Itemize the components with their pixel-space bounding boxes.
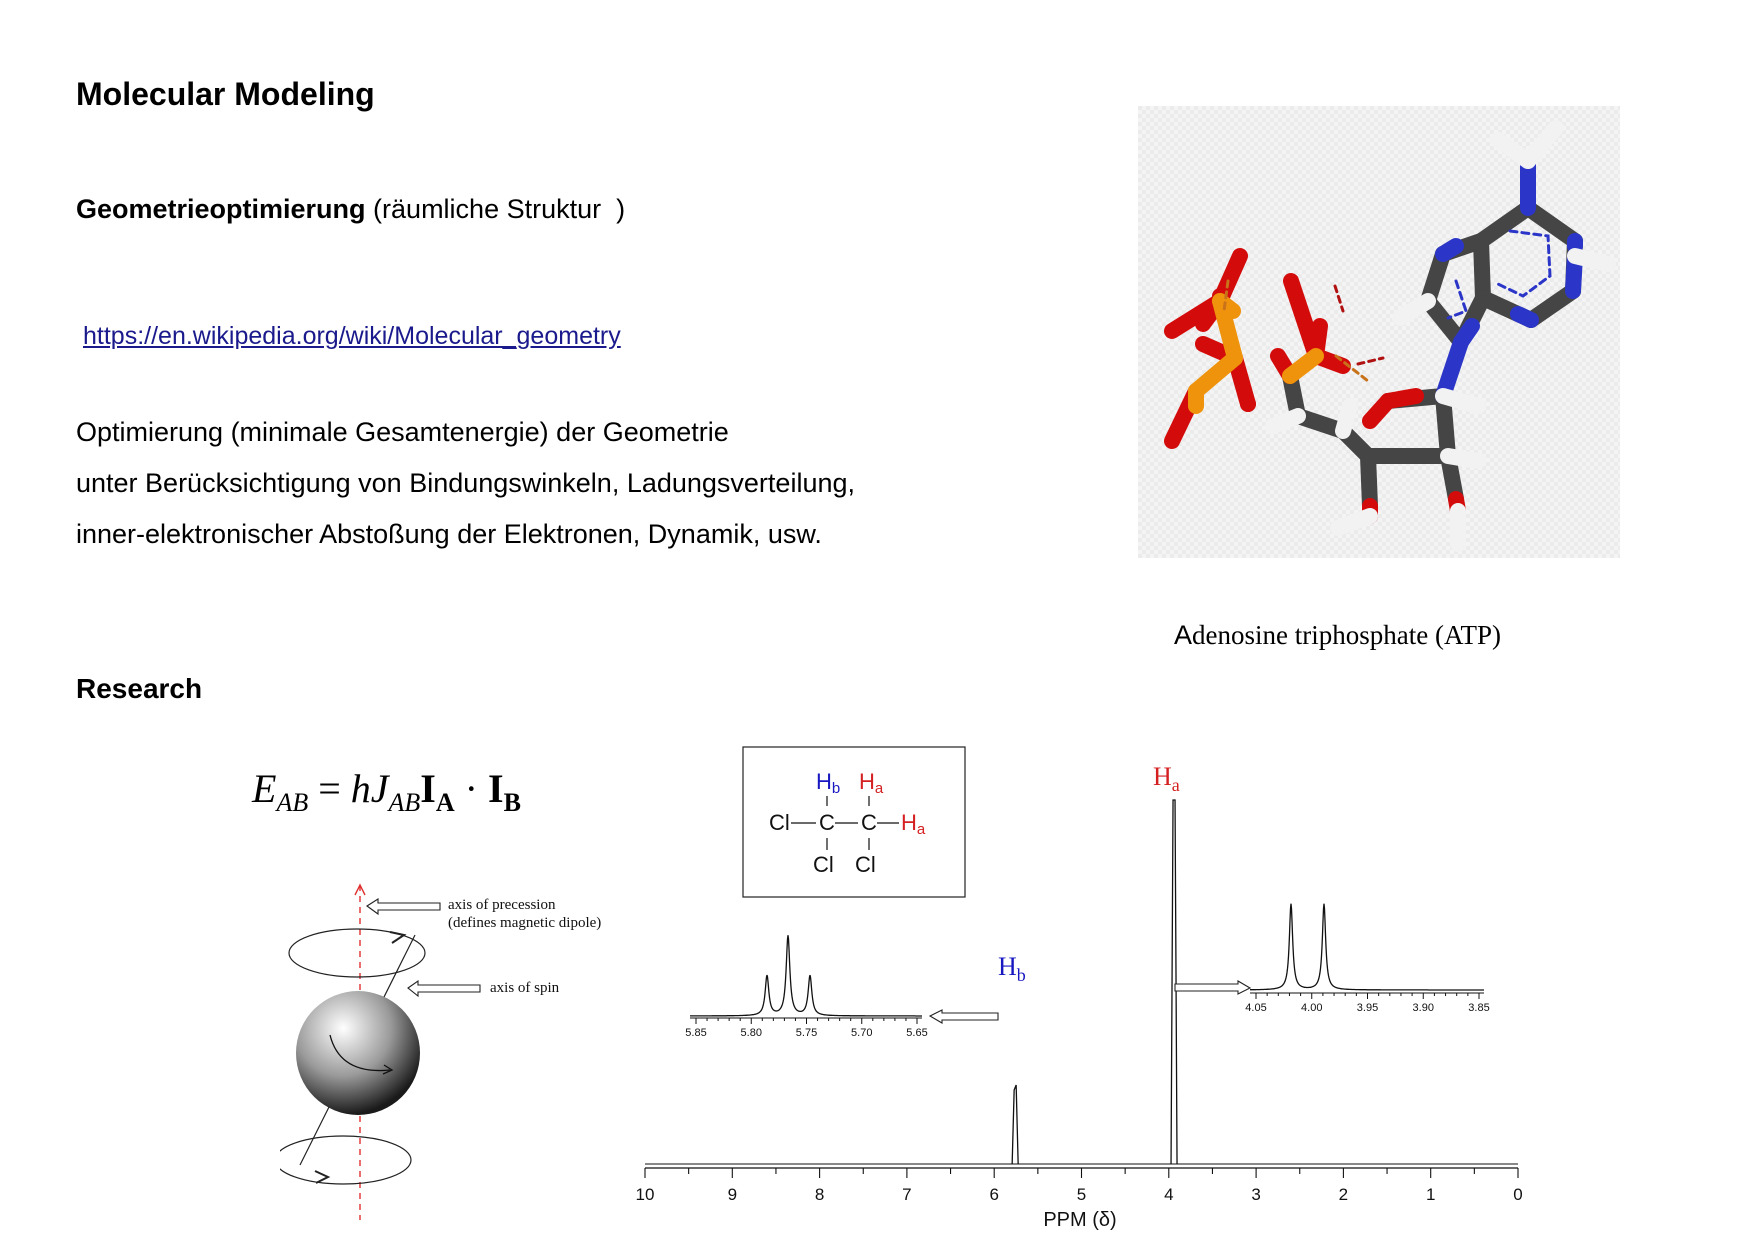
- top-rotation-arrow: [389, 931, 407, 944]
- inset-left-tick-label-5.65: 5.65: [906, 1027, 927, 1039]
- inset-right-doublet: 4.05 4.00 3.95 3.90 3.85: [1245, 903, 1490, 1014]
- formula-E: E: [252, 766, 277, 811]
- wikipedia-link[interactable]: https://en.wikipedia.org/wiki/Molecular_…: [83, 322, 621, 350]
- formula-sub-AB-2: AB: [388, 788, 421, 817]
- main-tick-label-10: 10: [636, 1185, 655, 1204]
- formula-I-A: I: [420, 766, 436, 811]
- paragraph-line-2: unter Berücksichtigung von Bindungswinke…: [76, 468, 855, 498]
- bottom-precession-ellipse: [280, 1135, 412, 1185]
- top-precession-ellipse: [288, 928, 426, 978]
- mol-C1: C: [819, 810, 835, 835]
- geometry-heading: Geometrieoptimierung (räumliche Struktur…: [76, 194, 625, 225]
- main-tick-label-7: 7: [902, 1185, 911, 1204]
- main-tick-label-6: 6: [989, 1185, 998, 1204]
- arrow-to-left-inset: [928, 1009, 999, 1024]
- main-tick-label-3: 3: [1251, 1185, 1260, 1204]
- bottom-rotation-arrow: [314, 1170, 331, 1184]
- label-axis-of-precession: axis of precession: [448, 897, 556, 913]
- inset-right-tick-label-4.00: 4.00: [1301, 1002, 1322, 1014]
- geometry-heading-rest: (räumliche Struktur ): [365, 194, 626, 224]
- coupling-formula: EAB = hJABIA · IB: [252, 765, 521, 818]
- main-tick-label-1: 1: [1426, 1185, 1435, 1204]
- geometry-heading-bold: Geometrieoptimierung: [76, 194, 366, 224]
- precession-axis-arrowhead: [354, 883, 366, 896]
- mol-C2: C: [861, 810, 877, 835]
- mol-Ha-right: Ha: [901, 810, 926, 838]
- atp-caption: Adenosine triphosphate (ATP): [1174, 620, 1501, 651]
- formula-J: J: [370, 766, 389, 811]
- mol-Cl-bottom-1: Cl: [813, 852, 834, 877]
- spin-label-arrow: [407, 979, 481, 998]
- inset-right-tick-label-3.85: 3.85: [1468, 1002, 1489, 1014]
- mol-Hb: Hb: [816, 769, 840, 797]
- mol-Cl-left: Cl: [769, 810, 790, 835]
- paragraph-line-1: Optimierung (minimale Gesamtenergie) der…: [76, 417, 729, 447]
- formula-sub-B: B: [503, 788, 521, 817]
- formula-I-B: I: [487, 766, 504, 811]
- inset-right-tick-label-3.95: 3.95: [1357, 1002, 1378, 1014]
- spinning-nucleus-sphere: [296, 991, 420, 1115]
- main-tick-label-4: 4: [1164, 1185, 1173, 1204]
- peak-Ha: [1170, 799, 1178, 1165]
- formula-h: h: [350, 766, 371, 811]
- molecule-structure-box: [742, 746, 966, 898]
- inset-left-tick-label-5.80: 5.80: [741, 1027, 762, 1039]
- formula-eq: =: [308, 766, 351, 811]
- atp-caption-rest: denosine triphosphate (ATP): [1192, 620, 1501, 650]
- main-tick-label-2: 2: [1339, 1185, 1348, 1204]
- main-tick-label-0: 0: [1513, 1185, 1522, 1204]
- label-defines-magnetic-dipole: (defines magnetic dipole): [448, 915, 601, 931]
- research-heading: Research: [76, 673, 203, 704]
- atp-molecule-image: [1138, 106, 1620, 558]
- peak-label-Ha: Ha: [1153, 762, 1180, 795]
- inset-right-tick-label-3.90: 3.90: [1413, 1002, 1434, 1014]
- mol-Ha: Ha: [859, 769, 884, 797]
- page-title: Molecular Modeling: [76, 76, 375, 112]
- peak-Hb: [1011, 1084, 1019, 1165]
- mol-Cl-bottom-2: Cl: [855, 852, 876, 877]
- formula-sub-AB-1: AB: [276, 788, 309, 817]
- main-x-axis-label: PPM (δ): [1043, 1209, 1116, 1231]
- sphere-rotation-arrowhead: [382, 1064, 394, 1075]
- main-tick-label-9: 9: [728, 1185, 737, 1204]
- main-tick-label-5: 5: [1077, 1185, 1086, 1204]
- paragraph-line-3: inner-elektronischer Abstoßung der Elekt…: [76, 519, 822, 549]
- precession-label-arrow: [366, 897, 441, 916]
- sphere-rotation-arrow: [329, 1034, 391, 1072]
- label-axis-of-spin: axis of spin: [490, 980, 560, 996]
- arrow-to-right-inset: [1174, 980, 1252, 995]
- inset-left-tick-label-5.85: 5.85: [685, 1027, 706, 1039]
- peak-label-Hb: Hb: [998, 952, 1026, 985]
- inset-left-tick-label-5.70: 5.70: [851, 1027, 872, 1039]
- inset-right-tick-label-4.05: 4.05: [1245, 1002, 1266, 1014]
- inset-left-triplet: 5.85 5.80 5.75 5.70 5.65: [685, 935, 928, 1039]
- spin-precession-diagram: axis of precession (defines magnetic dip…: [280, 883, 601, 1220]
- formula-dot: ·: [454, 766, 488, 811]
- main-tick-label-8: 8: [815, 1185, 824, 1204]
- inset-left-tick-label-5.75: 5.75: [796, 1027, 817, 1039]
- atp-caption-first: A: [1174, 620, 1193, 650]
- formula-sub-A: A: [435, 788, 455, 817]
